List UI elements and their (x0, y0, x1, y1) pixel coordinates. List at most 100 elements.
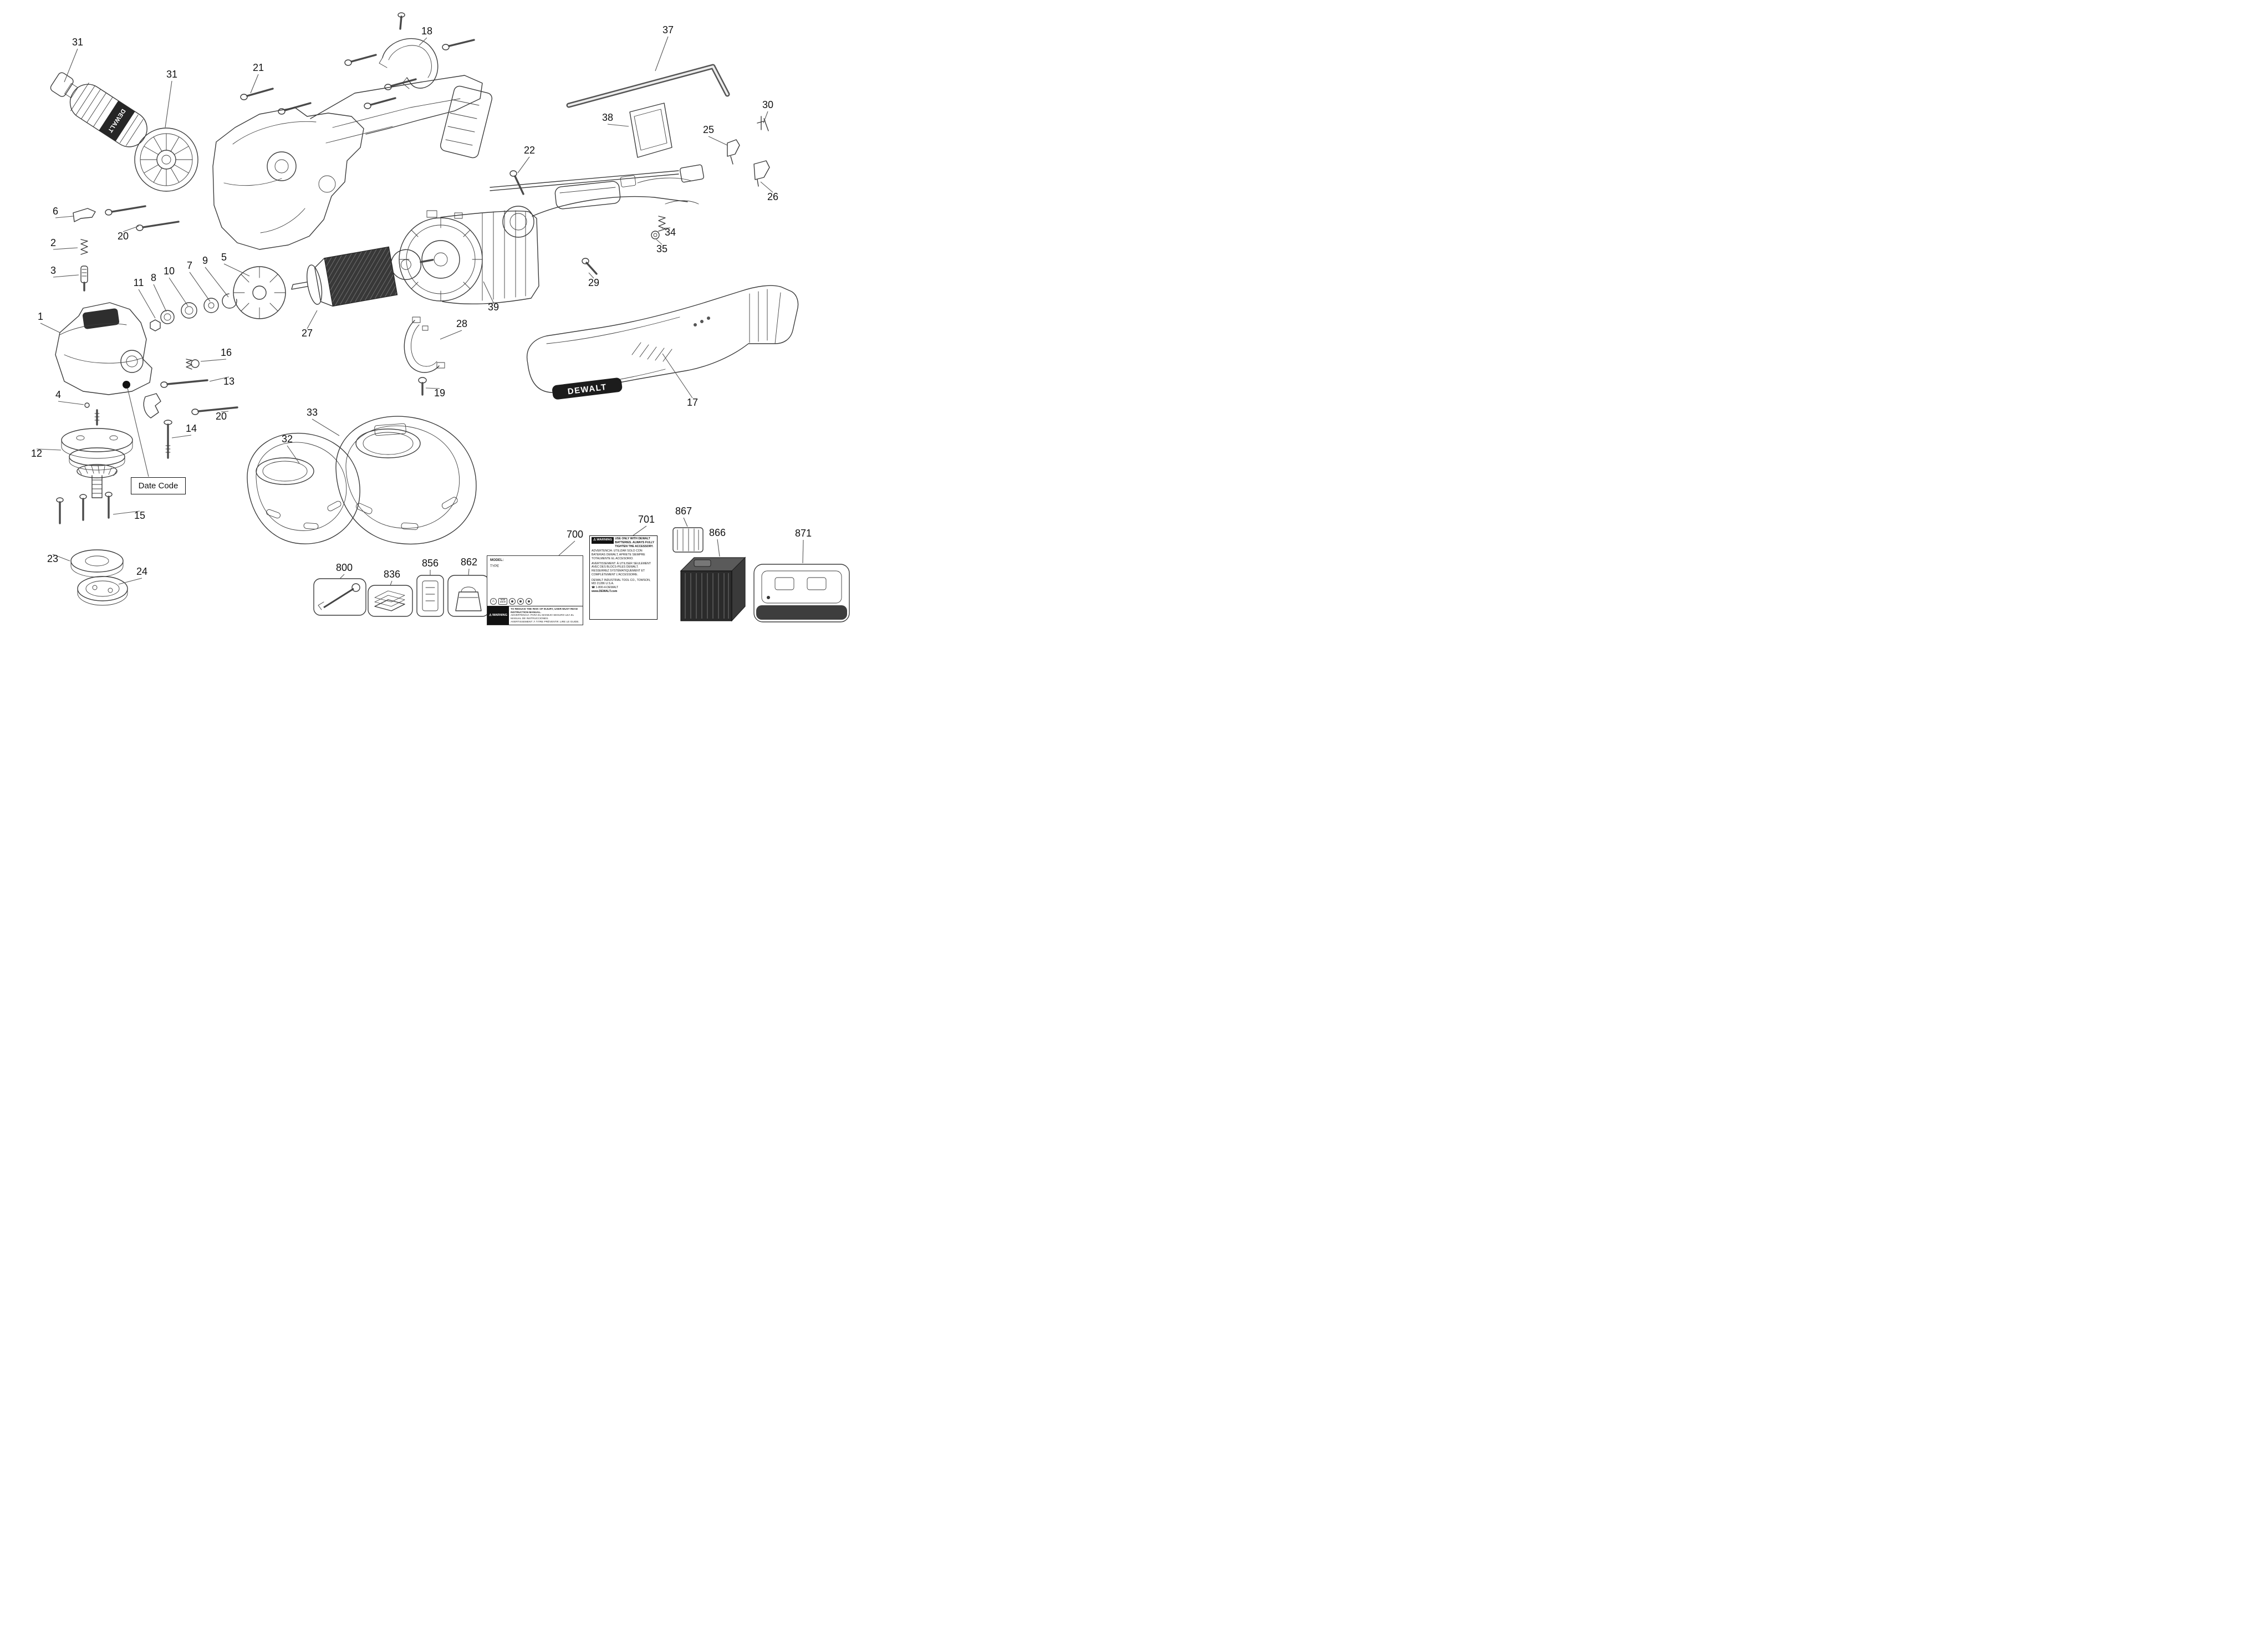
callout-leader-13 (209, 376, 230, 382)
callout-3: 3 (50, 265, 56, 276)
callout-800: 800 (336, 562, 353, 573)
warning-triangle-icon: ⚠ (490, 598, 497, 605)
callout-10: 10 (164, 266, 175, 277)
battery-warning-label: ⚠ WARNING USE ONLY WITH DEWALT BATTERIES… (589, 535, 658, 620)
hex-nut-11 (150, 319, 161, 331)
callout-leader-7 (189, 272, 211, 302)
callout-27: 27 (302, 328, 313, 339)
screws-21 (240, 39, 475, 115)
screws-15 (56, 492, 113, 524)
spring-2 (80, 239, 88, 255)
cover-plate-38 (629, 103, 672, 158)
callout-871: 871 (795, 528, 812, 539)
cert-mark-icon (509, 598, 516, 605)
callout-26: 26 (767, 191, 778, 202)
screw-22 (509, 170, 524, 195)
spring-screw-16 (186, 359, 200, 370)
callout-leader-6 (55, 216, 74, 218)
snap-ring-9 (222, 293, 237, 309)
motor-field-39 (399, 210, 539, 304)
armature-assembly (150, 246, 434, 331)
company-address: DEWALT INDUSTRIAL TOOL CO., TOWSON, MD 2… (592, 578, 651, 586)
warning-text-en: TO REDUCE THE RISK OF INJURY, USER MUST … (511, 607, 578, 614)
callout-21: 21 (253, 62, 264, 73)
callout-13: 13 (223, 376, 235, 387)
callout-33: 33 (307, 407, 318, 418)
callout-34: 34 (665, 227, 676, 238)
lock-pin-3 (80, 266, 88, 292)
model-field-label: MODEL: (490, 558, 504, 562)
lock-lever-6 (73, 208, 96, 222)
callout-862: 862 (461, 557, 477, 568)
handle-flange (134, 127, 198, 192)
callout-9: 9 (202, 255, 208, 266)
callout-leader-30 (763, 111, 768, 124)
callout-leader-1 (40, 323, 60, 333)
phone-number: 1-800-4-DEWALT (595, 586, 619, 589)
cert-mark-icon (517, 598, 524, 605)
callout-31: 31 (166, 69, 177, 80)
nom-ance-mark: NOM ANCE (498, 598, 507, 605)
callout-856: 856 (422, 558, 439, 569)
callout-30: 30 (762, 99, 773, 110)
callout-leader-23 (52, 554, 70, 561)
date-code-label: Date Code (131, 477, 186, 494)
diagram-canvas: DEWALT (31, 12, 850, 622)
callout-37: 37 (662, 24, 674, 35)
callout-700: 700 (567, 529, 583, 540)
callout-20: 20 (118, 231, 129, 242)
callout-leader-24 (118, 578, 142, 585)
callout-867: 867 (675, 506, 692, 517)
fan-5 (233, 266, 286, 319)
callout-20: 20 (216, 411, 227, 422)
warning-text-es: ADVERTENCIA: PARA EL MANEJO SEGURO LEA E… (511, 614, 574, 620)
accessory-862 (447, 575, 490, 617)
fork-lever (143, 393, 161, 418)
callout-7: 7 (187, 260, 192, 271)
callout-24: 24 (136, 566, 147, 577)
callout-leader-15 (113, 510, 140, 515)
callout-866: 866 (709, 527, 726, 538)
side-handle-assembly: DEWALT (50, 72, 198, 192)
battery-866 (680, 557, 746, 622)
callout-leader-14 (171, 435, 192, 438)
bail-handle-18 (379, 12, 439, 89)
washer-8 (160, 310, 175, 324)
battery-warning-fr: AVERTISSEMENT: À UTILISER SEULEMENT AVEC… (592, 561, 651, 576)
callout-701: 701 (638, 514, 655, 525)
callout-38: 38 (602, 112, 613, 123)
website: www.DEWALT.com (592, 589, 618, 593)
csa-mark-icon (526, 598, 532, 605)
date-code-location-dot (123, 381, 130, 389)
callout-6: 6 (53, 206, 58, 217)
callout-leader-2 (53, 247, 78, 250)
callout-28: 28 (456, 318, 467, 329)
callout-39: 39 (488, 302, 499, 313)
warning-header: ⚠ WARNING (487, 606, 509, 625)
callout-leader-17 (662, 353, 693, 399)
callout-1: 1 (38, 311, 43, 322)
screw-29 (582, 258, 598, 275)
callout-leader-800 (339, 574, 345, 579)
accessory-800 (313, 578, 366, 616)
callout-leader-26 (760, 181, 773, 193)
warning-text-fr: AVERTISSEMENT: À TITRE PRÉVENTIF, LIRE L… (511, 620, 579, 624)
warning-triangle-icon: ⚠ (593, 538, 597, 542)
model-nameplate-label: MODEL: TYPE ⚠ NOM ANCE ⚠ WARNING TO REDU… (487, 555, 583, 625)
backing-flange-23 (70, 549, 124, 578)
callout-2: 2 (50, 237, 56, 248)
callout-31: 31 (72, 37, 83, 48)
brush-terminal-parts (727, 116, 770, 187)
callout-leader-866 (717, 539, 720, 557)
callout-leader-862 (468, 568, 470, 576)
callout-leader-16 (200, 359, 227, 362)
callout-leader-39 (483, 281, 494, 303)
callout-leader-11 (138, 289, 156, 319)
callout-leader-18 (419, 37, 427, 46)
callout-leader-31 (165, 80, 172, 128)
callout-leader-9 (205, 267, 229, 298)
armature-27 (291, 246, 434, 307)
tool-body-17: DEWALT (527, 285, 799, 400)
bolt-14 (164, 420, 172, 459)
